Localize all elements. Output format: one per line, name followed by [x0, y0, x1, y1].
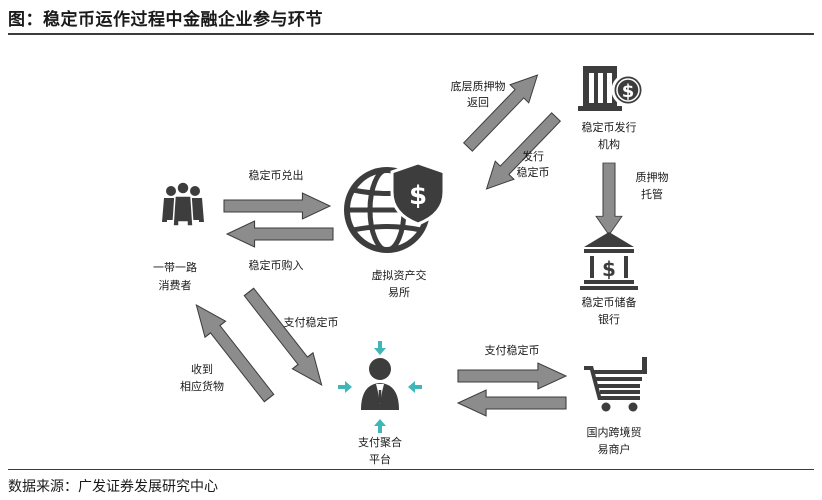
- exchange-label-line2: 易所: [388, 286, 410, 299]
- figure-title: 图：稳定币运作过程中金融企业参与环节: [8, 10, 323, 30]
- merchant-label-line1: 国内跨境贸: [587, 425, 642, 439]
- label-collateral-return-line2: 返回: [467, 96, 489, 109]
- bank-dollar-icon: $: [580, 232, 638, 290]
- arrow-redeem: [223, 192, 331, 220]
- label-receive-goods-line1: 收到: [191, 362, 213, 376]
- label-pay-stablecoin: 支付稳定币: [284, 315, 339, 329]
- businessman-network-icon: [338, 341, 422, 433]
- people-group-icon: [162, 181, 204, 227]
- label-issue-line1: 发行: [522, 149, 544, 163]
- label-custody-line1: 质押物: [636, 170, 669, 184]
- consumer-label-line1: 一带一路: [153, 261, 197, 274]
- arrow-buy: [226, 220, 334, 248]
- payment-label-line2: 平台: [369, 452, 391, 466]
- label-pay-merchant: 支付稳定币: [485, 343, 540, 357]
- label-issue-line2: 稳定币: [517, 165, 550, 179]
- exchange-label-line1: 虚拟资产交: [372, 268, 427, 282]
- source-note: 数据来源：广发证券发展研究中心: [8, 479, 218, 495]
- bank-label-line1: 稳定币储备: [582, 295, 637, 309]
- svg-text:$: $: [602, 257, 616, 281]
- issuer-label-line2: 机构: [598, 137, 620, 151]
- title-divider: [8, 33, 814, 35]
- globe-dollar-shield-icon: $: [344, 161, 446, 253]
- label-custody-line2: 托管: [641, 187, 663, 201]
- label-receive-goods-line2: 相应货物: [180, 379, 224, 393]
- svg-text:$: $: [622, 81, 635, 102]
- svg-text:$: $: [409, 181, 427, 211]
- source-divider: [8, 469, 814, 470]
- arrow-collateral-custody: [595, 162, 623, 236]
- arrow-pay-merchant: [457, 362, 567, 390]
- building-dollar-icon: $: [578, 66, 645, 111]
- label-buy: 稳定币购入: [249, 258, 304, 272]
- shopping-cart-icon: [584, 357, 647, 412]
- consumer-label-line2: 消费者: [159, 278, 192, 292]
- issuer-label-line1: 稳定币发行: [582, 120, 637, 134]
- label-collateral-return-line1: 底层质押物: [451, 79, 506, 93]
- label-redeem: 稳定币兑出: [249, 168, 304, 182]
- arrow-merchant-return: [457, 389, 567, 417]
- merchant-label-line2: 易商户: [598, 442, 631, 456]
- payment-label-line1: 支付聚合: [358, 435, 402, 449]
- bank-label-line2: 银行: [598, 312, 620, 326]
